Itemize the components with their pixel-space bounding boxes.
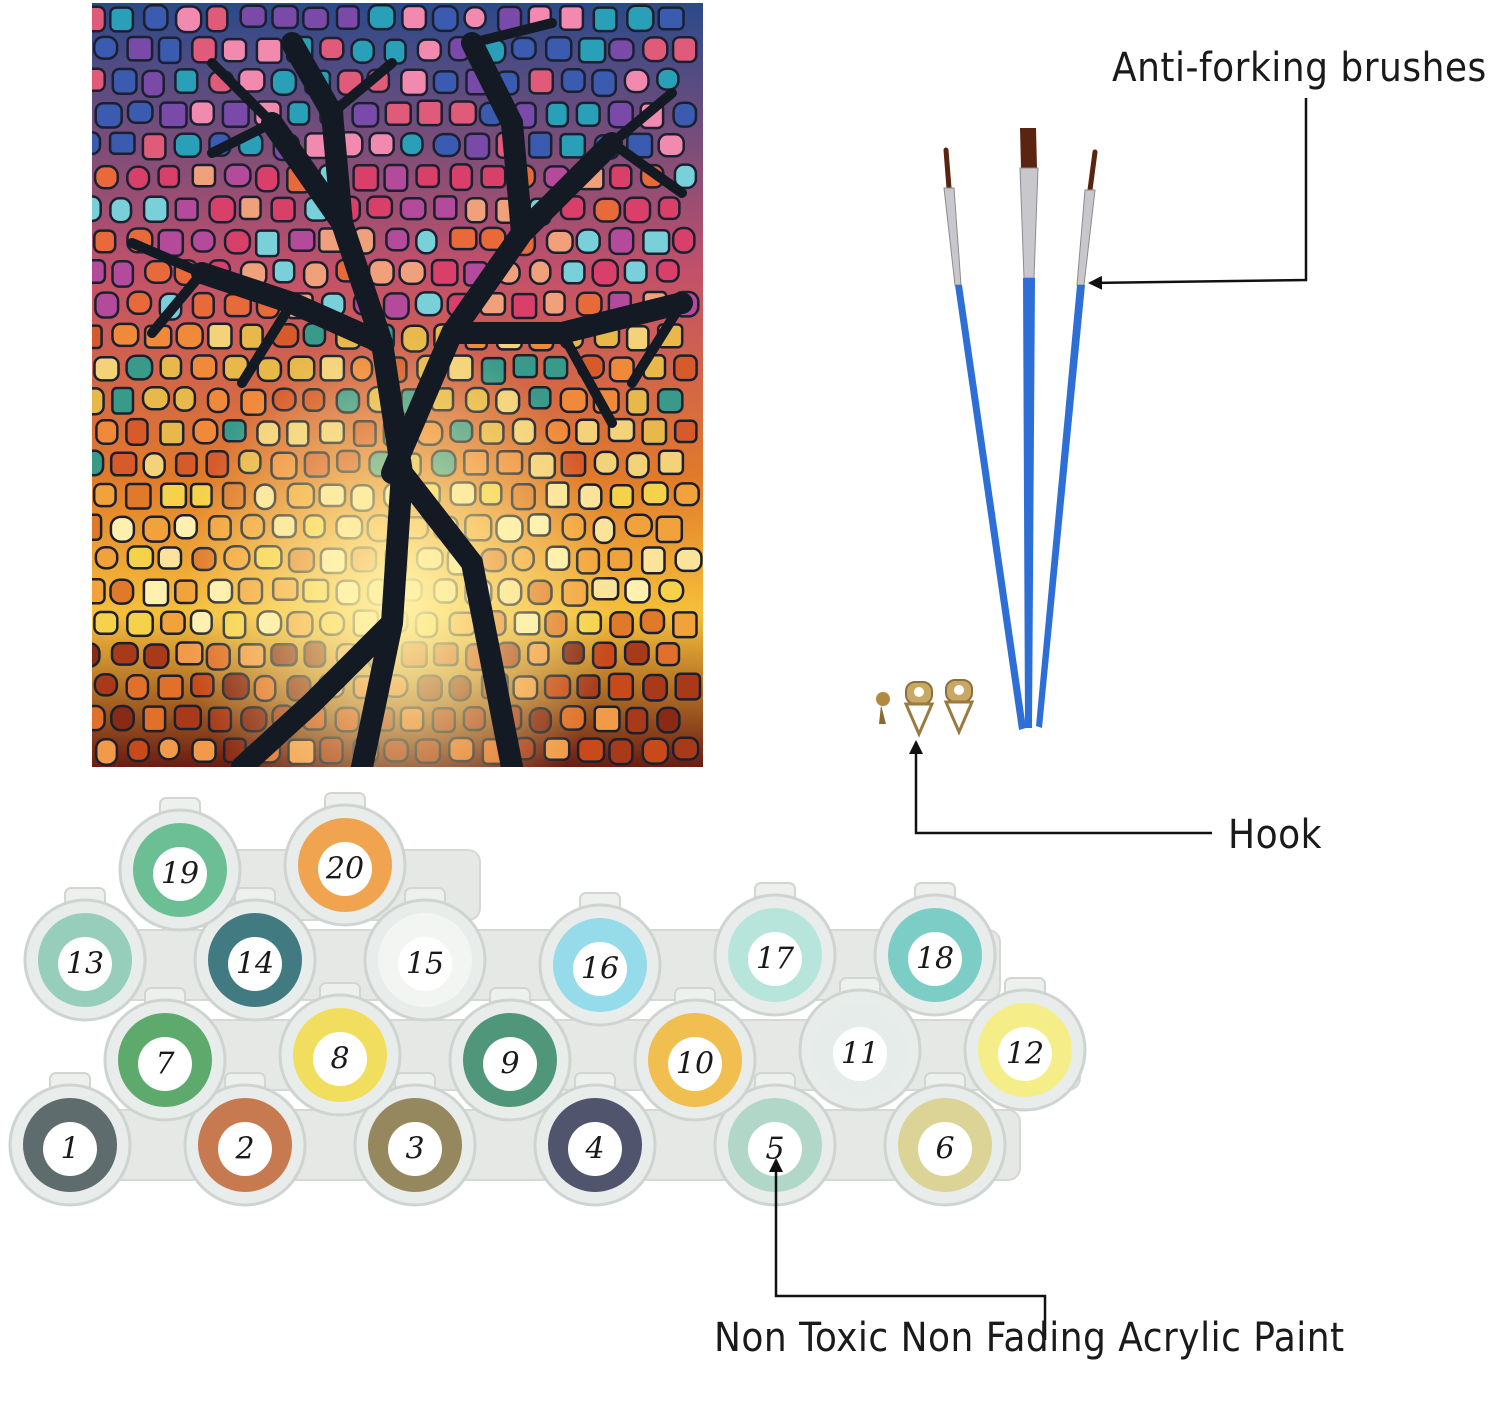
hook-2 [943,679,975,736]
paint-pot-number: 18 [916,942,954,977]
paint-pot-10: 10 [633,987,757,1122]
paint-pot-6: 6 [883,1072,1007,1207]
paint-pot-19: 19 [118,797,242,932]
paint-pot-14: 14 [193,887,317,1022]
paint-pot-number: 12 [1006,1037,1044,1072]
paint-callout-label: Non Toxic Non Fading Acrylic Paint [714,1315,1345,1361]
paint-pot-7: 7 [103,987,227,1122]
paint-pot-number: 11 [841,1037,879,1072]
paint-pot-number: 1 [60,1132,79,1167]
paint-pot-12: 12 [963,977,1087,1112]
paint-pot-number: 8 [330,1042,349,1077]
paint-pot-number: 9 [500,1047,519,1082]
hook-screw [876,692,890,724]
paint-pot-number: 17 [756,942,795,977]
paint-pot-1: 1 [8,1072,132,1207]
paint-pot-2: 2 [183,1072,307,1207]
brush-right [1036,149,1098,728]
brush-left [943,147,1026,730]
paint-pot-16: 16 [538,892,662,1027]
callout-line-hook [909,740,1212,835]
paint-pot-number: 5 [765,1132,784,1167]
paint-pot-number: 14 [236,947,274,982]
paint-pot-9: 9 [448,987,572,1122]
callout-line-brushes [1088,98,1308,290]
brush-middle [1019,128,1039,728]
hook-callout-label: Hook [1228,812,1322,858]
paint-pot-11: 11 [798,977,922,1112]
hook-1 [903,681,935,738]
paint-pot-4: 4 [533,1072,657,1207]
brushes-callout-label: Anti-forking brushes [1112,45,1487,91]
paint-pot-13: 13 [23,887,147,1022]
paint-pot-5: 5 [713,1072,837,1207]
paint-pot-number: 19 [161,857,199,892]
stained-glass-tree-painting [92,3,703,767]
paint-pot-number: 4 [584,1132,604,1167]
paint-pot-number: 13 [66,947,104,982]
paint-pot-number: 3 [405,1132,424,1167]
paint-pot-number: 20 [325,852,364,887]
paint-pot-number: 7 [155,1047,175,1082]
paint-pot-17: 17 [713,882,837,1017]
paint-pot-number: 15 [406,947,444,982]
paint-pot-number: 2 [234,1132,254,1167]
callout-line-paint [769,1158,1047,1340]
tree-trunk [127,18,693,767]
paint-pot-18: 18 [873,882,997,1017]
paint-pot-3: 3 [353,1072,477,1207]
paint-pot-15: 15 [363,887,487,1022]
paint-pot-20: 20 [283,792,407,927]
paint-pot-number: 16 [581,952,619,987]
paint-pot-number: 10 [676,1047,714,1082]
paint-pot-8: 8 [278,982,402,1117]
paint-pot-number: 6 [935,1132,954,1167]
